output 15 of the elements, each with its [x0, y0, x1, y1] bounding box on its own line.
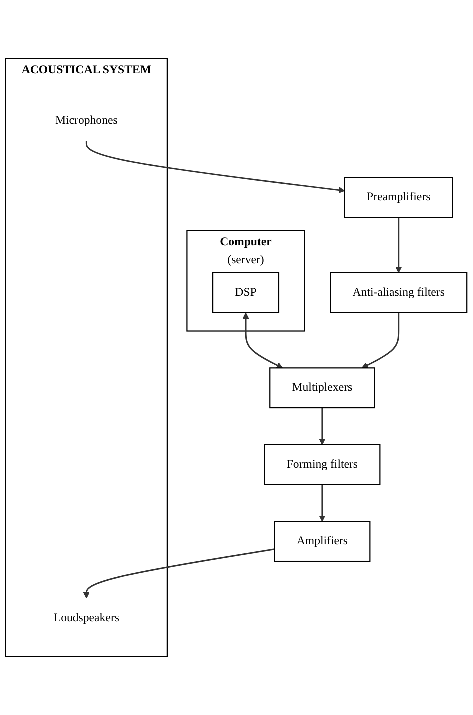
node-box: Forming filters: [264, 444, 381, 485]
arrow: [396, 217, 402, 273]
node-box: Preamplifiers: [344, 176, 454, 218]
arrow: [86, 140, 346, 194]
arrow: [242, 312, 284, 368]
node-box: DSP: [212, 272, 280, 314]
node-box: Amplifiers: [274, 520, 371, 562]
node-text: Microphones: [56, 114, 118, 126]
arrow: [362, 312, 400, 368]
node-box: Anti-aliasing filters: [330, 272, 468, 314]
arrow: [83, 548, 275, 598]
arrow: [319, 484, 326, 522]
node-text: Loudspeakers: [54, 611, 120, 624]
node-box: Multiplexers: [270, 367, 376, 408]
arrow: [319, 408, 326, 445]
